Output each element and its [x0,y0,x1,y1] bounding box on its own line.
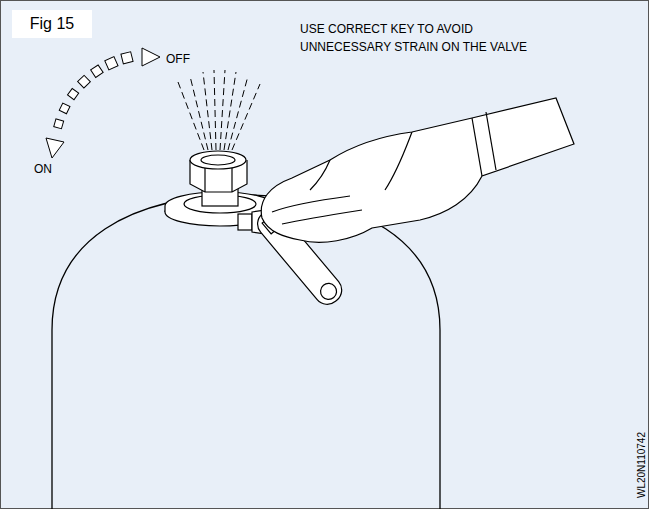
off-label: OFF [166,50,190,68]
gas-spray [178,70,260,150]
safety-note: USE CORRECT KEY TO AVOID UNNECESSARY STR… [300,20,540,56]
figure-number-box: Fig 15 [12,10,92,38]
gas-cylinder [52,195,440,509]
figure-number: Fig 15 [30,15,74,33]
on-label: ON [34,160,52,178]
gloved-hand [261,98,574,242]
reference-code: WL20N110742 [634,378,649,498]
rotation-arrow [46,48,160,158]
